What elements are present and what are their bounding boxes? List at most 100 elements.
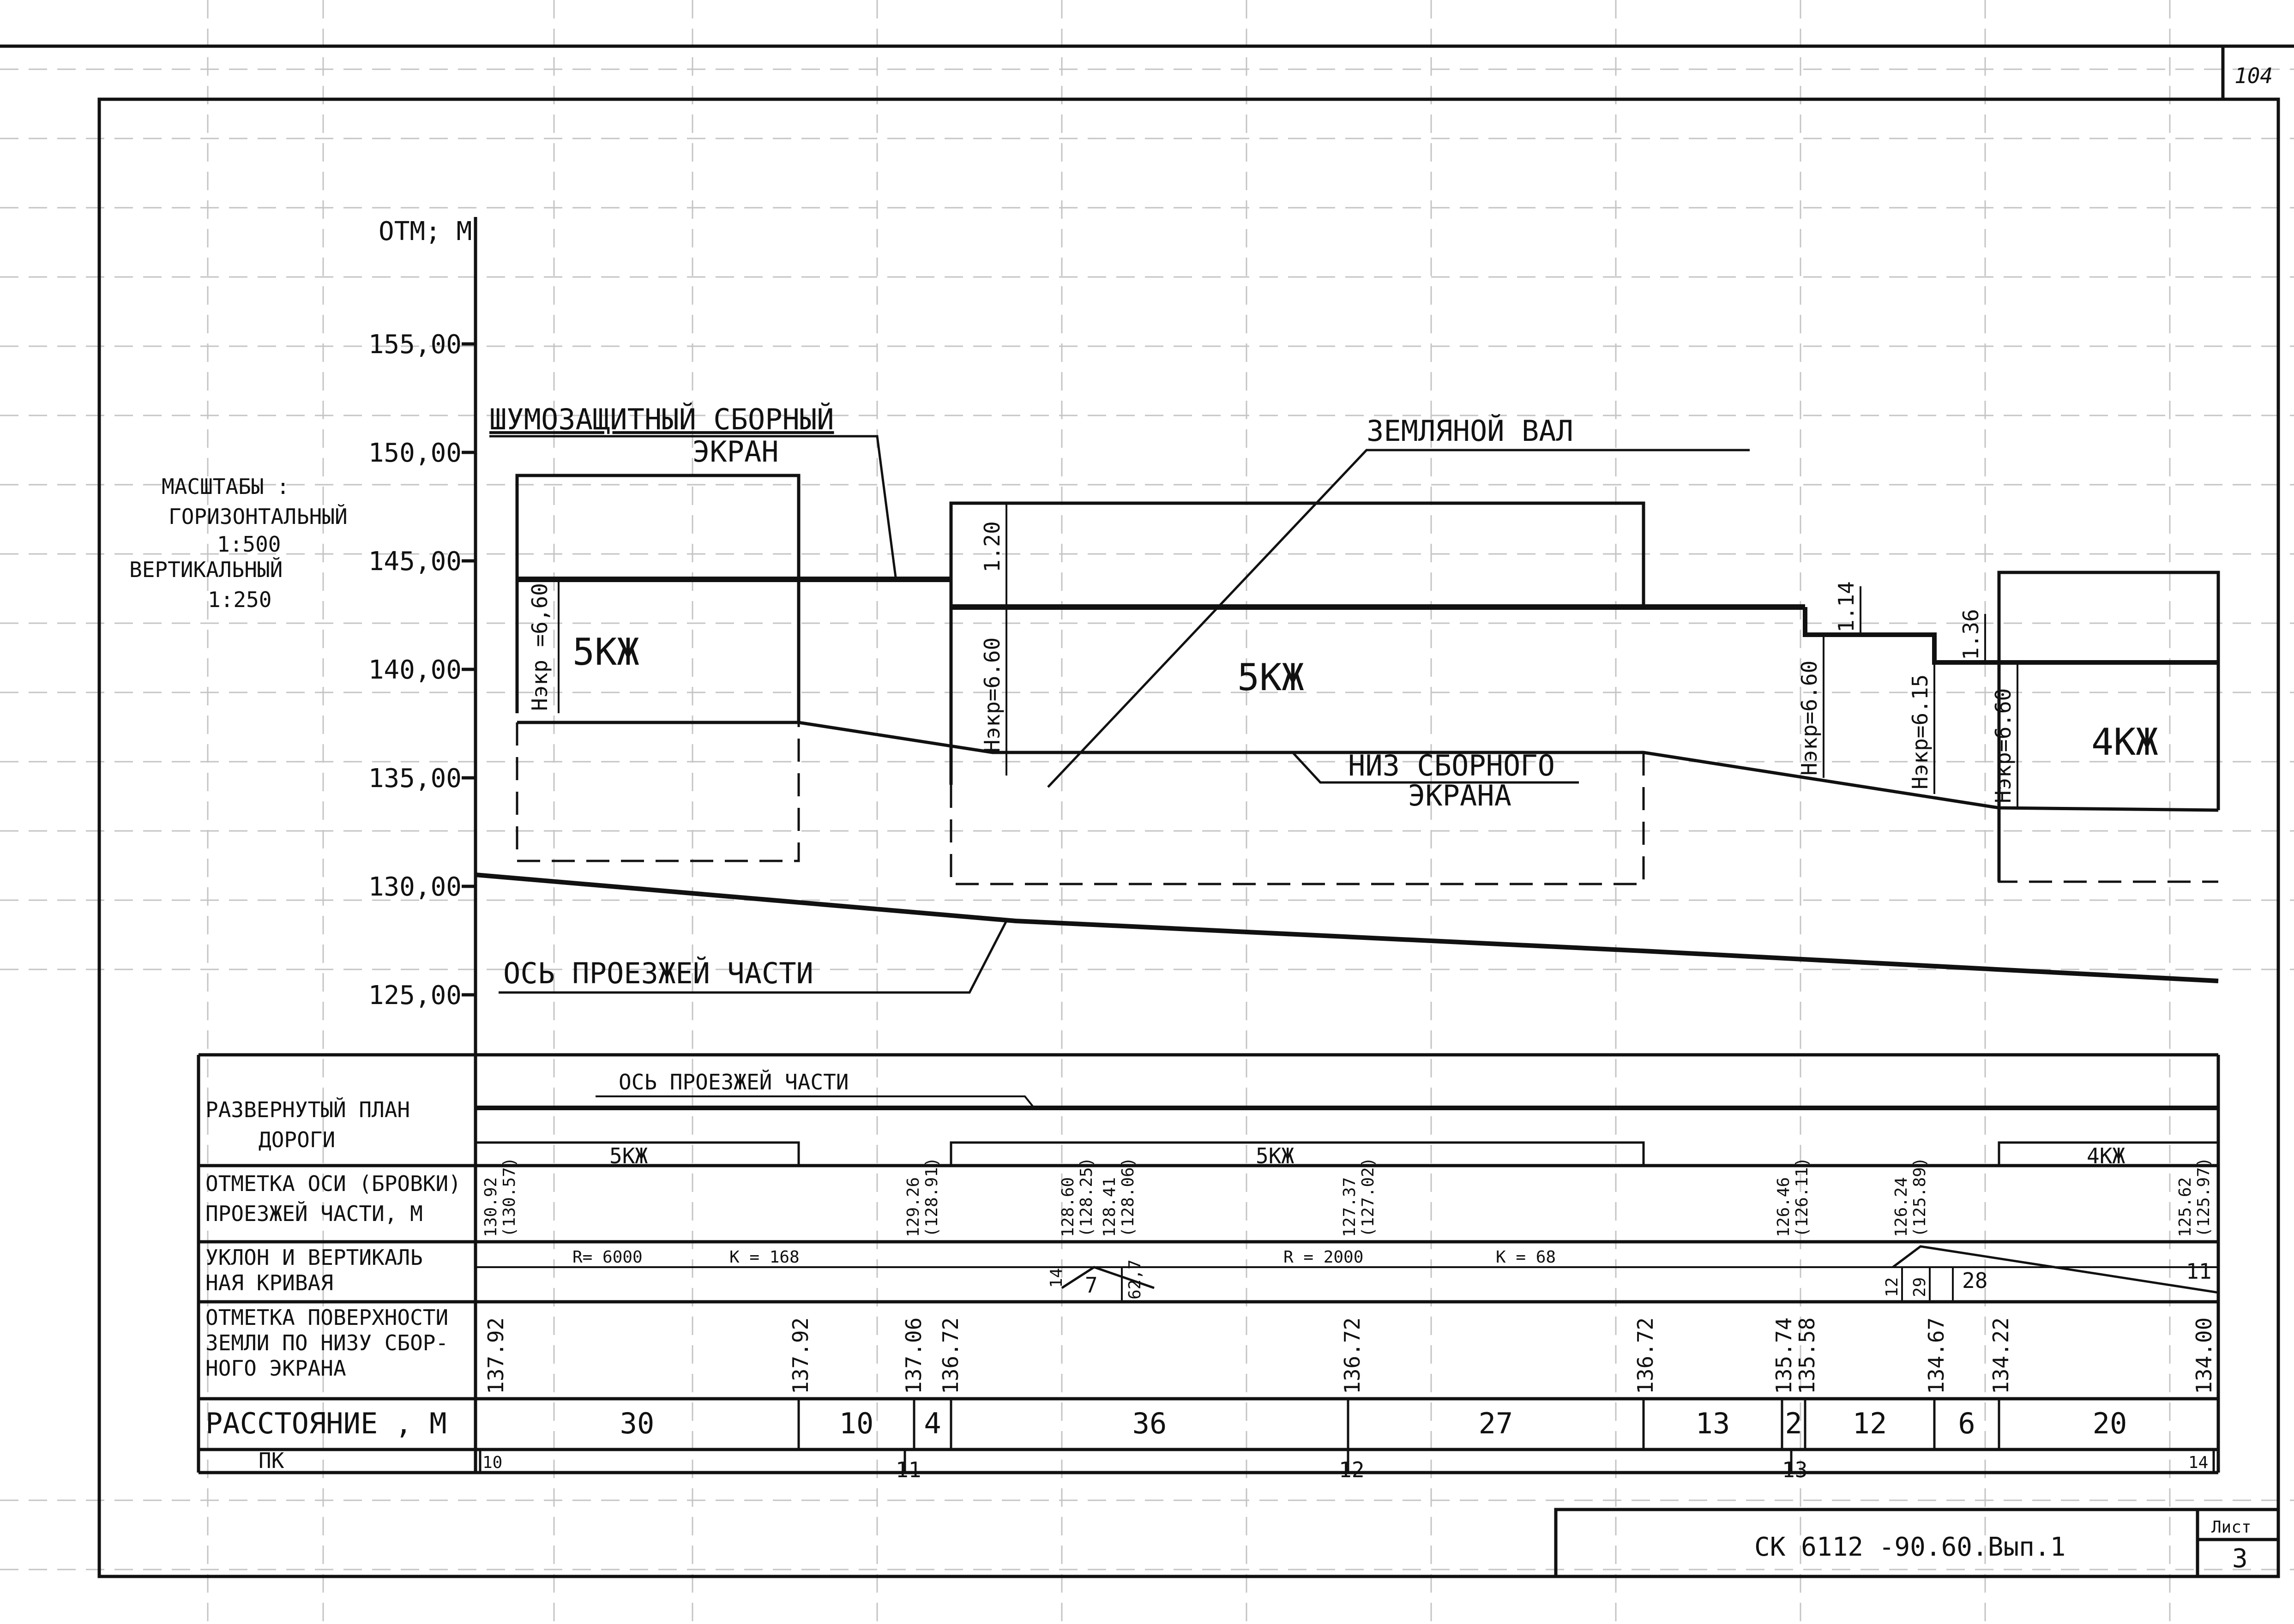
elevation-tick: 150,00 bbox=[368, 438, 462, 468]
foundation-2 bbox=[950, 752, 1645, 885]
distance-value: 27 bbox=[1479, 1407, 1513, 1440]
road-elevation-design: (125.89) bbox=[1910, 1157, 1929, 1237]
road-elevation: 126.24 bbox=[1892, 1177, 1911, 1237]
curve-radius: R= 6000 bbox=[572, 1248, 643, 1267]
row-label-road-elevation: ОТМЕТКА ОСИ (БРОВКИ) bbox=[205, 1171, 461, 1196]
row-label-slope: УКЛОН И ВЕРТИКАЛЬ bbox=[205, 1245, 423, 1270]
picket-label: 11 bbox=[896, 1457, 921, 1482]
plan-screen-label: 5КЖ bbox=[1256, 1143, 1294, 1168]
ground-elevation: 135.74 bbox=[1771, 1317, 1796, 1394]
plan-axis-label: ОСЬ ПРОЕЗЖЕЙ ЧАСТИ bbox=[619, 1070, 849, 1095]
document-code: СК 6112 -90.60.Вып.1 bbox=[1754, 1532, 2065, 1562]
plan-screen-label: 4КЖ bbox=[2087, 1143, 2125, 1168]
screen-height-label: Нэкр =6,60 bbox=[527, 583, 552, 711]
road-elevation-design: (125.97) bbox=[2194, 1157, 2213, 1237]
ground-elevation: 136.72 bbox=[1340, 1317, 1365, 1394]
slope-value: 14 bbox=[1047, 1268, 1066, 1288]
leader-screen-bottom bbox=[1292, 752, 1579, 784]
leader-earth-berm bbox=[1047, 449, 1750, 788]
ground-elevation: 136.72 bbox=[938, 1317, 963, 1394]
step-label: 1.20 bbox=[980, 521, 1005, 572]
road-elevation-design: (127.02) bbox=[1359, 1157, 1378, 1237]
slope-value: 11 bbox=[2186, 1259, 2211, 1284]
ground-elevation: 137.06 bbox=[901, 1317, 926, 1394]
elevation-tick: 140,00 bbox=[368, 655, 462, 685]
callout-earth-berm: ЗЕМЛЯНОЙ ВАЛ bbox=[1367, 414, 1573, 448]
distance-value: 30 bbox=[620, 1407, 655, 1440]
screen-height-label: Нэкр=6.60 bbox=[980, 638, 1005, 752]
title-block bbox=[1554, 1508, 2278, 1576]
curve-radius: R = 2000 bbox=[1283, 1248, 1363, 1267]
road-elevation: 125.62 bbox=[2176, 1177, 2195, 1237]
row-label-plan: РАЗВЕРНУТЫЙ ПЛАН bbox=[205, 1097, 410, 1122]
road-elevation-design: (130.57) bbox=[500, 1157, 519, 1237]
elevation-axis-label: ОТМ; М bbox=[379, 217, 472, 247]
road-elevation-design: (128.06) bbox=[1119, 1157, 1138, 1237]
data-table-grid bbox=[197, 1053, 2220, 1474]
leader-noise-screen bbox=[489, 435, 897, 577]
ground-elevation: 134.00 bbox=[2192, 1317, 2216, 1394]
ground-elevation: 134.67 bbox=[1924, 1317, 1949, 1394]
screen-height-label: Нэкр=6.60 bbox=[1797, 661, 1822, 776]
road-axis-line bbox=[475, 872, 2219, 983]
leader-road-axis bbox=[499, 920, 1008, 994]
picket-label: 13 bbox=[1782, 1457, 1807, 1482]
row-label-ground: ОТМЕТКА ПОВЕРХНОСТИ bbox=[205, 1305, 448, 1330]
road-elevation-design: (126.11) bbox=[1793, 1157, 1812, 1237]
callout-noise-screen-line2: ЭКРАН bbox=[692, 435, 779, 469]
distance-value: 20 bbox=[2093, 1407, 2127, 1440]
road-elevation-design: (128.91) bbox=[922, 1157, 941, 1237]
callout-screen-bottom-line2: ЭКРАНА bbox=[1408, 779, 1511, 812]
plan-screen-label: 5КЖ bbox=[609, 1143, 648, 1168]
ground-elevation: 137.92 bbox=[483, 1317, 508, 1394]
picket-label: 14 bbox=[2188, 1453, 2208, 1472]
sheet-label: Лист bbox=[2211, 1518, 2252, 1537]
ground-elevation: 134.22 bbox=[1988, 1317, 2013, 1394]
slope-value: 7 bbox=[1085, 1273, 1098, 1298]
foundation-1 bbox=[516, 722, 800, 862]
page-number: 104 bbox=[2234, 63, 2273, 88]
screen-type-left: 5КЖ bbox=[572, 631, 639, 674]
callout-noise-screen: ШУМОЗАЩИТНЫЙ СБОРНЫЙ bbox=[489, 403, 834, 436]
screen-1-outline bbox=[515, 474, 801, 722]
screen-3-outline bbox=[1997, 571, 2220, 882]
screen-bottom-line bbox=[517, 721, 2219, 812]
distance-value: 6 bbox=[1958, 1407, 1975, 1440]
elevation-tick: 145,00 bbox=[368, 547, 462, 577]
scales-vertical-value: 1:250 bbox=[208, 587, 271, 612]
distance-value: 4 bbox=[924, 1407, 941, 1440]
foundation-3 bbox=[1998, 808, 2218, 883]
step-label: 1.36 bbox=[1958, 609, 1983, 660]
road-elevation: 126.46 bbox=[1774, 1177, 1793, 1237]
picket-label: 12 bbox=[1339, 1457, 1364, 1482]
row-label-slope-line2: НАЯ КРИВАЯ bbox=[205, 1270, 333, 1295]
distance-value: 36 bbox=[1132, 1407, 1167, 1440]
row-label-road-elevation-line2: ПРОЕЗЖЕЙ ЧАСТИ, М bbox=[205, 1201, 423, 1226]
road-elevation: 129.26 bbox=[904, 1177, 923, 1237]
ground-elevation: 137.92 bbox=[788, 1317, 813, 1394]
distance-value: 12 bbox=[1853, 1407, 1887, 1440]
elevation-tick: 135,00 bbox=[368, 764, 462, 794]
picket-label: 10 bbox=[482, 1453, 502, 1472]
profile-drawing bbox=[475, 435, 2220, 994]
slope-value: 28 bbox=[1962, 1268, 1987, 1293]
screen-type-middle: 5КЖ bbox=[1237, 656, 1304, 699]
row-label-distance: РАССТОЯНИЕ , М bbox=[205, 1407, 447, 1440]
ground-elevation: 135.58 bbox=[1794, 1317, 1819, 1394]
road-elevation: 127.37 bbox=[1340, 1177, 1359, 1237]
screen-height-label: Нэкр=6.60 bbox=[1991, 688, 2016, 803]
scales-note: МАСШТАБЫ : ГОРИЗОНТАЛЬНЫЙ 1:500 ВЕРТИКАЛ… bbox=[129, 474, 348, 612]
distance-value: 13 bbox=[1696, 1407, 1730, 1440]
distance-value: 10 bbox=[839, 1407, 874, 1440]
road-elevation: 128.41 bbox=[1100, 1177, 1119, 1237]
screen-type-right: 4КЖ bbox=[2091, 721, 2158, 764]
elevation-tick: 130,00 bbox=[368, 872, 462, 902]
scales-horizontal-label: ГОРИЗОНТАЛЬНЫЙ bbox=[169, 504, 348, 529]
row-label-plan-line2: ДОРОГИ bbox=[259, 1127, 335, 1152]
elevation-tick: 125,00 bbox=[368, 980, 462, 1010]
distance-value: 2 bbox=[1785, 1407, 1802, 1440]
curve-k: К = 68 bbox=[1496, 1248, 1556, 1267]
slope-value: 12 bbox=[1883, 1277, 1902, 1297]
road-elevation: 128.60 bbox=[1059, 1177, 1078, 1237]
